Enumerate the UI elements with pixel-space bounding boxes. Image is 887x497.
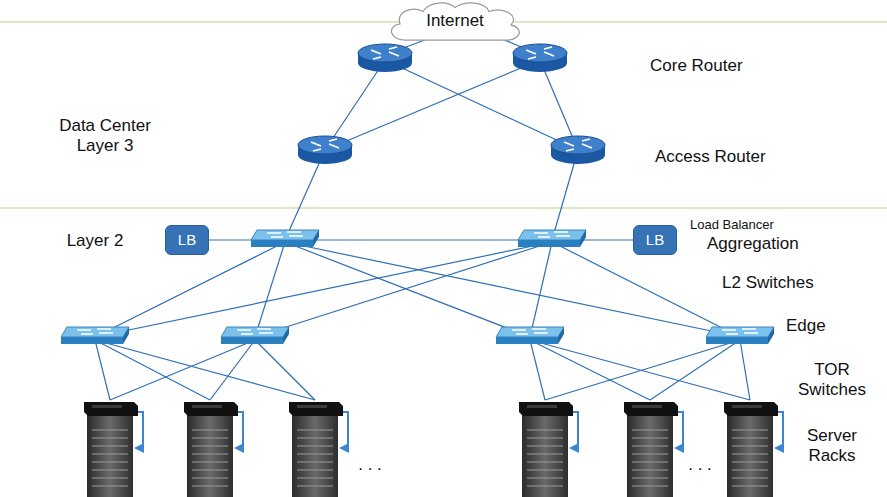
edge-switch-icon <box>221 327 289 344</box>
ellipsis-mark: . . . <box>675 455 725 475</box>
access-router-icon <box>298 136 352 164</box>
load-balancer-box: LB <box>165 225 209 255</box>
server-rack-icon <box>519 402 578 497</box>
cloud-label: Internet <box>426 11 484 31</box>
layer-title: Layer 2 <box>50 231 140 251</box>
layer-label: Access Router <box>655 147 805 167</box>
aggregation-switch-icon <box>251 230 319 247</box>
server-rack-icon <box>84 402 143 497</box>
layer-title: Data Center Layer 3 <box>45 116 165 155</box>
access-router-icon <box>551 136 605 164</box>
box-label: LB <box>178 231 196 248</box>
server-rack-icon <box>184 402 243 497</box>
cloud-path <box>391 3 519 40</box>
layer-label: TOR Switches <box>782 360 882 399</box>
edge-switch-icon <box>61 327 129 344</box>
layer-label: Edge <box>786 316 866 336</box>
layer-line <box>0 207 887 209</box>
layer-label: Core Router <box>650 56 800 76</box>
edge-switch-icon <box>496 327 564 344</box>
layer-label: Server Racks <box>792 426 872 465</box>
server-rack-icon <box>724 402 783 497</box>
load-balancer-box: LB <box>633 225 677 255</box>
edge-switch-icon <box>706 327 774 344</box>
server-rack-icon <box>624 402 683 497</box>
layer-label: L2 Switches <box>722 273 852 293</box>
aggregation-switch-icon <box>518 230 586 247</box>
callout-label: Load Balancer <box>690 218 810 233</box>
layer-label: Aggregation <box>707 234 837 254</box>
ellipsis-mark: . . . <box>345 455 395 475</box>
box-label: LB <box>646 231 664 248</box>
internet-cloud: Internet <box>385 0 525 42</box>
core-router-icon <box>513 44 567 72</box>
server-rack-icon <box>289 402 348 497</box>
network-links <box>95 38 750 400</box>
core-router-icon <box>358 44 412 72</box>
